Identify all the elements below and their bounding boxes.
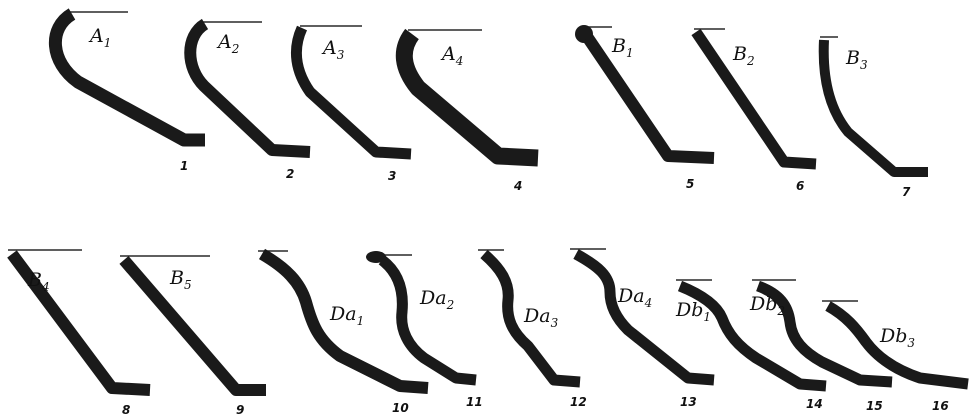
profile-3: A3 3 — [291, 25, 412, 183]
profile-label: Da3 — [523, 305, 559, 330]
profile-11: Da2 11 — [366, 251, 483, 409]
profile-13: Da4 13 — [570, 248, 715, 409]
profile-label: Da2 — [419, 287, 454, 312]
profile-stroke — [291, 25, 412, 160]
profile-label: Da1 — [329, 303, 364, 328]
profile-label: A3 — [321, 37, 345, 62]
profile-stroke — [7, 250, 151, 396]
profile-number: 3 — [388, 169, 396, 183]
profile-number: 2 — [286, 167, 294, 181]
profile-number: 9 — [236, 403, 244, 415]
profile-12: Da3 12 — [478, 249, 587, 409]
profile-stroke — [818, 39, 928, 177]
profile-stroke — [825, 301, 969, 390]
profile-label: Db2 — [749, 293, 785, 318]
profile-stroke — [583, 34, 715, 164]
profile-number: 16 — [932, 399, 949, 413]
profile-15: Db2 15 — [749, 279, 893, 413]
profile-number: 7 — [902, 185, 911, 199]
profile-number: 5 — [686, 177, 694, 191]
profile-number: 6 — [796, 179, 804, 193]
profile-stroke — [691, 28, 817, 170]
profile-stroke — [119, 256, 266, 396]
profile-stroke — [677, 280, 827, 392]
profile-stroke — [184, 18, 311, 158]
profile-2: A2 2 — [184, 18, 311, 181]
profile-6: B2 6 — [691, 28, 817, 193]
profile-stroke — [49, 8, 205, 147]
profile-5: B1 5 — [575, 25, 715, 191]
profile-7: B3 7 — [818, 36, 928, 199]
profile-number: 1 — [180, 159, 188, 173]
profile-number: 4 — [513, 179, 522, 193]
profile-stroke — [755, 280, 893, 388]
profile-stroke — [573, 249, 715, 386]
profile-1: A1 1 — [49, 8, 205, 173]
profile-label: B2 — [732, 43, 755, 68]
profile-label: A2 — [216, 31, 239, 56]
profile-number: 14 — [806, 397, 823, 411]
profile-label: Da4 — [617, 285, 652, 310]
profile-stroke — [480, 249, 581, 388]
profile-label: B4 — [27, 269, 50, 294]
profile-14: Db1 14 — [675, 279, 827, 411]
profile-stroke — [258, 248, 429, 394]
profile-number: 10 — [392, 401, 409, 415]
profile-number: 13 — [680, 395, 697, 409]
profile-8: B4 8 — [7, 249, 151, 415]
profile-stroke — [395, 28, 539, 167]
profile-label: Db3 — [879, 325, 915, 350]
rim-bead — [366, 251, 386, 263]
profile-9: B5 9 — [119, 255, 266, 415]
profile-stroke — [378, 255, 477, 386]
profile-label: B5 — [169, 267, 192, 292]
profile-number: 11 — [466, 395, 483, 409]
profile-number: 8 — [122, 403, 130, 415]
profile-4: A4 4 — [395, 28, 539, 193]
profile-label: A4 — [440, 43, 463, 68]
profile-number: 15 — [866, 399, 883, 413]
profile-label: Db1 — [675, 299, 711, 324]
profile-number: 12 — [570, 395, 587, 409]
profile-16: Db3 16 — [822, 300, 969, 413]
profile-label: A1 — [88, 25, 111, 50]
profile-label: B1 — [611, 35, 634, 60]
profile-10: Da1 10 — [258, 248, 429, 415]
profile-label: B3 — [845, 47, 868, 72]
